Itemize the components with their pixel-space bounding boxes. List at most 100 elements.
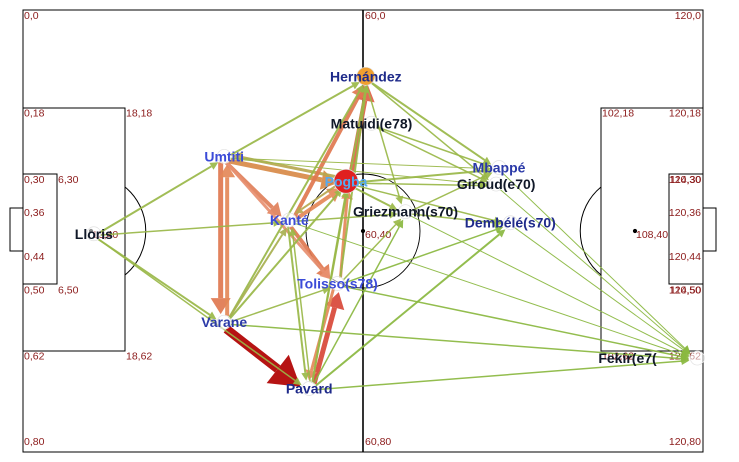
pass-mbappe-to-fekir — [501, 172, 691, 354]
coord-label: 120,36 — [669, 207, 701, 219]
coord-label: 0,80 — [24, 436, 45, 448]
coord-label: 120,0 — [675, 10, 701, 22]
player-marker-varane[interactable] — [216, 314, 232, 330]
pass-matuidi-to-giroud — [375, 126, 489, 183]
pass-arrowhead — [389, 210, 398, 219]
pass-shaft — [343, 228, 497, 284]
player-marker-lloris[interactable] — [86, 226, 102, 242]
player-name-pavard: Pavard — [286, 380, 333, 396]
pass-umtiti-to-tolisso — [225, 161, 331, 280]
player-nodes — [86, 66, 705, 396]
pass-arrowhead — [361, 84, 370, 93]
pass-shaft — [228, 90, 361, 319]
player-name-varane: Varane — [201, 314, 247, 330]
coord-label: 60,40 — [365, 229, 391, 241]
pass-arrowhead — [350, 81, 360, 90]
pass-pogba-to-griezmann — [349, 184, 398, 210]
pass-shaft — [312, 226, 401, 385]
coord-label: 60,80 — [365, 436, 391, 448]
pass-shaft — [99, 222, 274, 236]
pass-arrowhead — [209, 162, 219, 170]
pass-arrowhead — [232, 151, 244, 164]
player-marker-pavard[interactable] — [301, 381, 317, 396]
pass-shaft — [230, 289, 324, 323]
pass-shaft — [375, 126, 482, 180]
coord-label: 108,40 — [636, 229, 668, 241]
left-goal — [9, 207, 24, 252]
player-marker-kante[interactable] — [281, 212, 297, 228]
pass-shaft — [368, 80, 484, 176]
pass-shaft — [376, 126, 484, 165]
pass-shaft — [342, 285, 682, 358]
pass-shaft — [288, 225, 325, 270]
pass-shaft — [300, 182, 341, 211]
left-six-yard-box — [22, 173, 58, 285]
pass-shaft — [294, 193, 332, 221]
pass-pogba-to-umtiti — [232, 151, 341, 180]
pass-shaft — [293, 95, 361, 218]
player-marker-griezmann[interactable] — [398, 204, 413, 220]
pass-shaft — [411, 175, 486, 212]
pass-arrowhead — [219, 164, 236, 178]
player-marker-matuidi[interactable] — [364, 115, 379, 131]
pass-shaft — [499, 188, 685, 350]
player-marker-dembele[interactable] — [502, 215, 518, 231]
player-marker-umtiti[interactable] — [216, 149, 232, 164]
pass-griezmann-to-dembele — [411, 213, 503, 227]
coord-label: 18,62 — [126, 351, 152, 363]
player-marker-tolisso[interactable] — [330, 276, 345, 291]
pass-shaft — [229, 323, 682, 360]
pass-umtiti-to-hernandez — [229, 81, 360, 157]
pass-shaft — [351, 182, 481, 187]
pass-shaft — [228, 194, 338, 320]
coord-label: 6,30 — [58, 174, 79, 186]
coord-label: 18,18 — [126, 107, 152, 119]
pass-lloris-to-umtiti — [99, 162, 219, 234]
coord-label: 60,0 — [365, 10, 386, 22]
pass-arrowhead — [482, 164, 491, 173]
pass-arrowhead — [294, 205, 304, 214]
pass-tolisso-to-dembele — [343, 225, 504, 284]
player-marker-giroud[interactable] — [488, 176, 504, 192]
pass-umtiti-to-mbappe — [230, 157, 491, 173]
player-marker-fekir[interactable] — [689, 350, 705, 366]
coord-label: 120,30 — [669, 174, 701, 186]
pass-shaft — [352, 169, 484, 184]
pass-griezmann-to-mbappe — [411, 172, 493, 212]
player-name-kante: Kanté — [270, 212, 309, 228]
right-goal — [702, 207, 717, 252]
left-penalty-arc — [124, 186, 147, 276]
right-six-yard-box — [668, 173, 704, 285]
pass-arrowhead — [319, 268, 331, 280]
pass-shaft — [514, 227, 684, 351]
right-penalty-arc — [579, 186, 602, 276]
player-marker-mbappe[interactable] — [491, 160, 507, 175]
coord-label: 6,50 — [58, 284, 79, 296]
player-name-matuidi: Matuidi(e78) — [331, 115, 413, 131]
pass-shaft — [315, 360, 682, 391]
pass-shaft — [241, 156, 341, 180]
pass-shaft — [294, 222, 682, 355]
pass-shaft — [292, 235, 311, 383]
pass-arrowhead — [483, 172, 493, 180]
pass-arrowhead — [479, 179, 489, 188]
player-name-lloris: Lloris — [75, 226, 113, 242]
coord-label: 0,44 — [24, 251, 45, 263]
pass-lloris-to-pavard — [97, 238, 302, 386]
pass-shaft — [349, 184, 391, 208]
coord-label: 114,30 — [670, 174, 701, 186]
player-name-giroud: Giroud(e70) — [457, 176, 536, 192]
pass-arrowhead — [388, 202, 398, 210]
coord-label: 0,50 — [24, 284, 45, 296]
pass-shaft — [409, 215, 683, 353]
pass-arrowhead — [301, 372, 310, 381]
player-name-fekir: Fekir(e7( — [598, 350, 657, 366]
player-name-tolisso: Tolisso(s78) — [297, 275, 378, 291]
player-marker-pogba[interactable] — [333, 168, 359, 194]
coord-label: 120,18 — [669, 107, 701, 119]
pass-shaft — [351, 183, 495, 222]
player-names: LlorisUmtitiVaranePavardKantéPogbaHernán… — [75, 68, 657, 396]
pass-shaft — [228, 233, 284, 319]
player-marker-hernandez[interactable] — [356, 66, 376, 86]
